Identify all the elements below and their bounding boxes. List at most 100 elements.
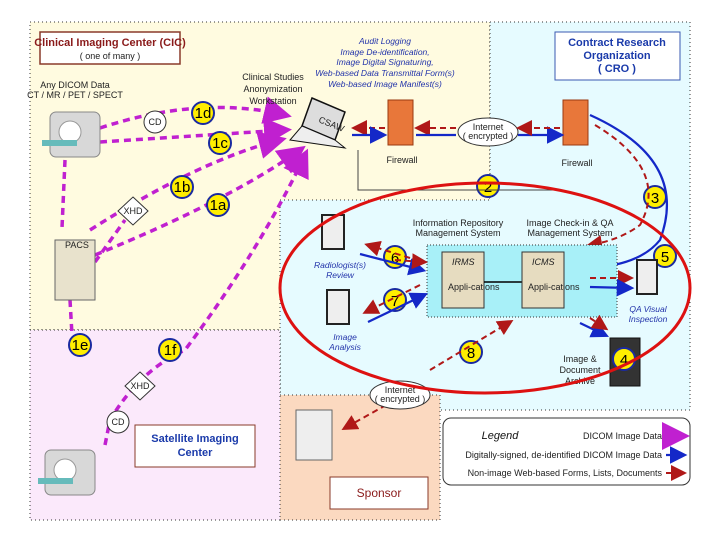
csaw-functions: Audit Logging Image De-identification, I… (315, 36, 455, 89)
modality-label: CT / MR / PET / SPECT (27, 90, 123, 100)
svg-text:ICMS: ICMS (532, 257, 555, 267)
svg-text:( encrypted ): ( encrypted ) (463, 131, 514, 141)
svg-text:4: 4 (620, 352, 628, 369)
laptop-icon: CSAW (289, 96, 347, 149)
cro-title: Contract Research (568, 37, 666, 49)
cic-title-box (39, 31, 181, 65)
legend-dicom: DICOM Image Data (583, 431, 662, 441)
svg-text:3: 3 (651, 190, 659, 207)
cro-internal-arrows (341, 240, 635, 430)
network-arrows (351, 113, 668, 276)
satellite-title-box (134, 424, 256, 468)
radiologist-label-2: Review (326, 270, 355, 280)
xhd-icon: XHD (117, 196, 149, 226)
svg-text:Firewall: Firewall (561, 158, 592, 168)
svg-text:1b: 1b (174, 179, 191, 196)
satellite-title: Satellite Imaging (151, 433, 238, 445)
step-badges: 1d 1c 1b 1a 1e 1f 2 3 5 6 7 8 (68, 101, 677, 364)
qa-label-2: Inspection (629, 314, 668, 324)
irms-label-2: Management System (415, 228, 500, 238)
svg-text:1d: 1d (195, 105, 212, 122)
step-8: 8 (459, 340, 483, 364)
step-1c: 1c (208, 131, 232, 155)
sponsor-box (329, 476, 429, 510)
csaw-label-3: Workstation (249, 96, 296, 106)
svg-text:Web-based Data Transmittal For: Web-based Data Transmittal Form(s) (315, 68, 455, 78)
step-1a: 1a (206, 193, 230, 217)
svg-text:6: 6 (391, 250, 399, 267)
icms-label: Image Check-in & QA (526, 218, 613, 228)
legend-signed: Digitally-signed, de-identified DICOM Im… (465, 450, 662, 460)
csaw-label: Clinical Studies (242, 72, 304, 82)
qa-monitor-icon (636, 259, 658, 295)
svg-text:CD: CD (149, 117, 162, 127)
internet-cloud-sponsor-icon: Internet ( encrypted ) (369, 380, 431, 410)
step-1f: 1f (158, 338, 182, 362)
svg-text:Internet: Internet (385, 385, 416, 395)
sponsor-label: Sponsor (357, 486, 402, 500)
cd-icon: CD (143, 110, 167, 134)
highlight-ellipse (278, 181, 692, 395)
step-1d: 1d (191, 101, 215, 125)
irms-label: Information Repository (413, 218, 504, 228)
xhd-satellite-icon: XHD (124, 371, 156, 401)
svg-text:CD: CD (112, 417, 125, 427)
svg-text:Image Digital Signaturing,: Image Digital Signaturing, (336, 57, 433, 67)
svg-text:1e: 1e (72, 337, 89, 354)
internet-cloud-icon: Internet ( encrypted ) (457, 117, 519, 147)
svg-text:PACS: PACS (65, 240, 89, 250)
radiologist-monitor-icon (321, 214, 345, 250)
cro-title-2: Organization (583, 50, 651, 62)
step-5: 5 (653, 244, 677, 268)
svg-text:Appli-cations: Appli-cations (528, 282, 580, 292)
image-analysis-label-2: Analysis (328, 342, 361, 352)
svg-text:1f: 1f (164, 342, 177, 359)
csaw-label-2: Anonymization (243, 84, 302, 94)
cro-title-box (554, 31, 681, 81)
icms-label-2: Management System (527, 228, 612, 238)
firewall-cro-icon: Firewall (561, 99, 593, 168)
svg-text:Appli-cations: Appli-cations (448, 282, 500, 292)
cic-title: Clinical Imaging Center (CIC) (34, 37, 186, 49)
cic-subtitle: ( one of many ) (80, 51, 141, 61)
svg-text:1c: 1c (212, 135, 228, 152)
ct-scanner-icon (42, 111, 101, 158)
svg-text:8: 8 (467, 345, 475, 362)
svg-text:XHD: XHD (130, 381, 150, 391)
legend-title: Legend (482, 430, 520, 442)
svg-text:Image De-identification,: Image De-identification, (340, 47, 429, 57)
svg-text:( encrypted ): ( encrypted ) (375, 394, 426, 404)
svg-text:7: 7 (391, 293, 399, 310)
dicom-data-label: Any DICOM Data (40, 80, 110, 90)
svg-text:Web-based Image Manifest(s): Web-based Image Manifest(s) (328, 79, 442, 89)
archive-label-2: Document (559, 365, 601, 375)
image-analysis-label: Image (333, 332, 357, 342)
legend-nonimage: Non-image Web-based Forms, Lists, Docume… (468, 468, 663, 478)
step-2: 2 (476, 174, 500, 198)
svg-text:XHD: XHD (123, 206, 143, 216)
svg-text:5: 5 (661, 249, 669, 266)
step-1b: 1b (170, 175, 194, 199)
pacs-server-icon: PACS (54, 239, 96, 301)
radiologist-label: Radiologist(s) (314, 260, 366, 270)
cro-title-3: ( CRO ) (598, 63, 636, 75)
svg-text:IRMS: IRMS (452, 257, 475, 267)
satellite-title-2: Center (178, 447, 214, 459)
legend: Legend DICOM Image Data Digitally-signed… (442, 417, 691, 486)
sponsor-server-icon (295, 409, 333, 461)
firewall-icon: Firewall (386, 99, 418, 165)
step-7: 7 (383, 288, 407, 312)
svg-text:Firewall: Firewall (386, 155, 417, 165)
svg-text:1a: 1a (210, 197, 227, 214)
step-1e: 1e (68, 333, 92, 357)
icms-server-icon: ICMS Appli-cations (521, 251, 580, 309)
svg-text:2: 2 (484, 179, 492, 196)
image-analysis-monitor-icon (326, 289, 350, 325)
svg-text:Audit Logging: Audit Logging (358, 36, 411, 46)
irms-server-icon: IRMS Appli-cations (441, 251, 500, 309)
svg-text:Internet: Internet (473, 122, 504, 132)
archive-label: Image & (563, 354, 597, 364)
ct-scanner-satellite-icon (38, 449, 96, 496)
